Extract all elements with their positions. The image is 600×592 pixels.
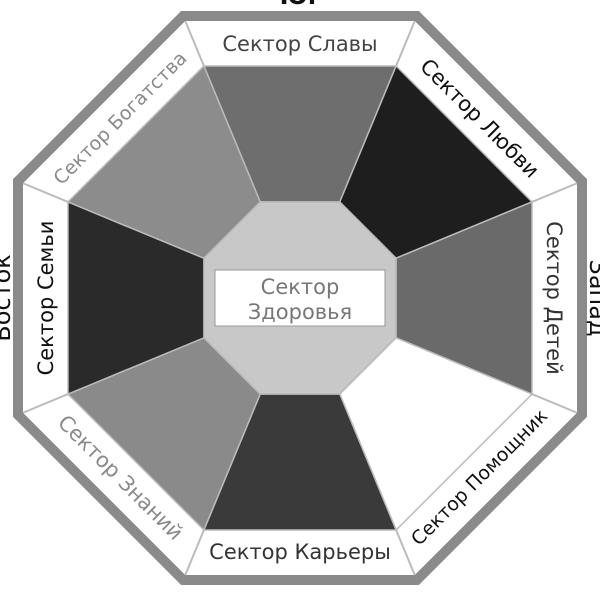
- sector-label: Сектор Карьеры: [209, 540, 391, 564]
- band-divider: [395, 20, 416, 67]
- sector-label: Сектор Детей: [542, 221, 566, 374]
- direction-south: Юг: [280, 0, 321, 10]
- band-divider: [531, 182, 578, 203]
- direction-west: Запад: [584, 259, 600, 336]
- band-divider: [22, 182, 69, 203]
- center-label-line1: Сектор: [261, 275, 340, 299]
- center-label-line2: Здоровья: [248, 300, 352, 324]
- center-label-box: [214, 269, 386, 327]
- band-divider: [184, 529, 205, 576]
- band-divider: [184, 20, 205, 67]
- band-divider: [531, 393, 578, 414]
- band-divider: [22, 393, 69, 414]
- sector-label: Сектор Славы: [222, 32, 377, 56]
- sector-label: Сектор Семьи: [34, 221, 58, 376]
- direction-east: Восток: [0, 254, 16, 342]
- band-divider: [395, 529, 416, 576]
